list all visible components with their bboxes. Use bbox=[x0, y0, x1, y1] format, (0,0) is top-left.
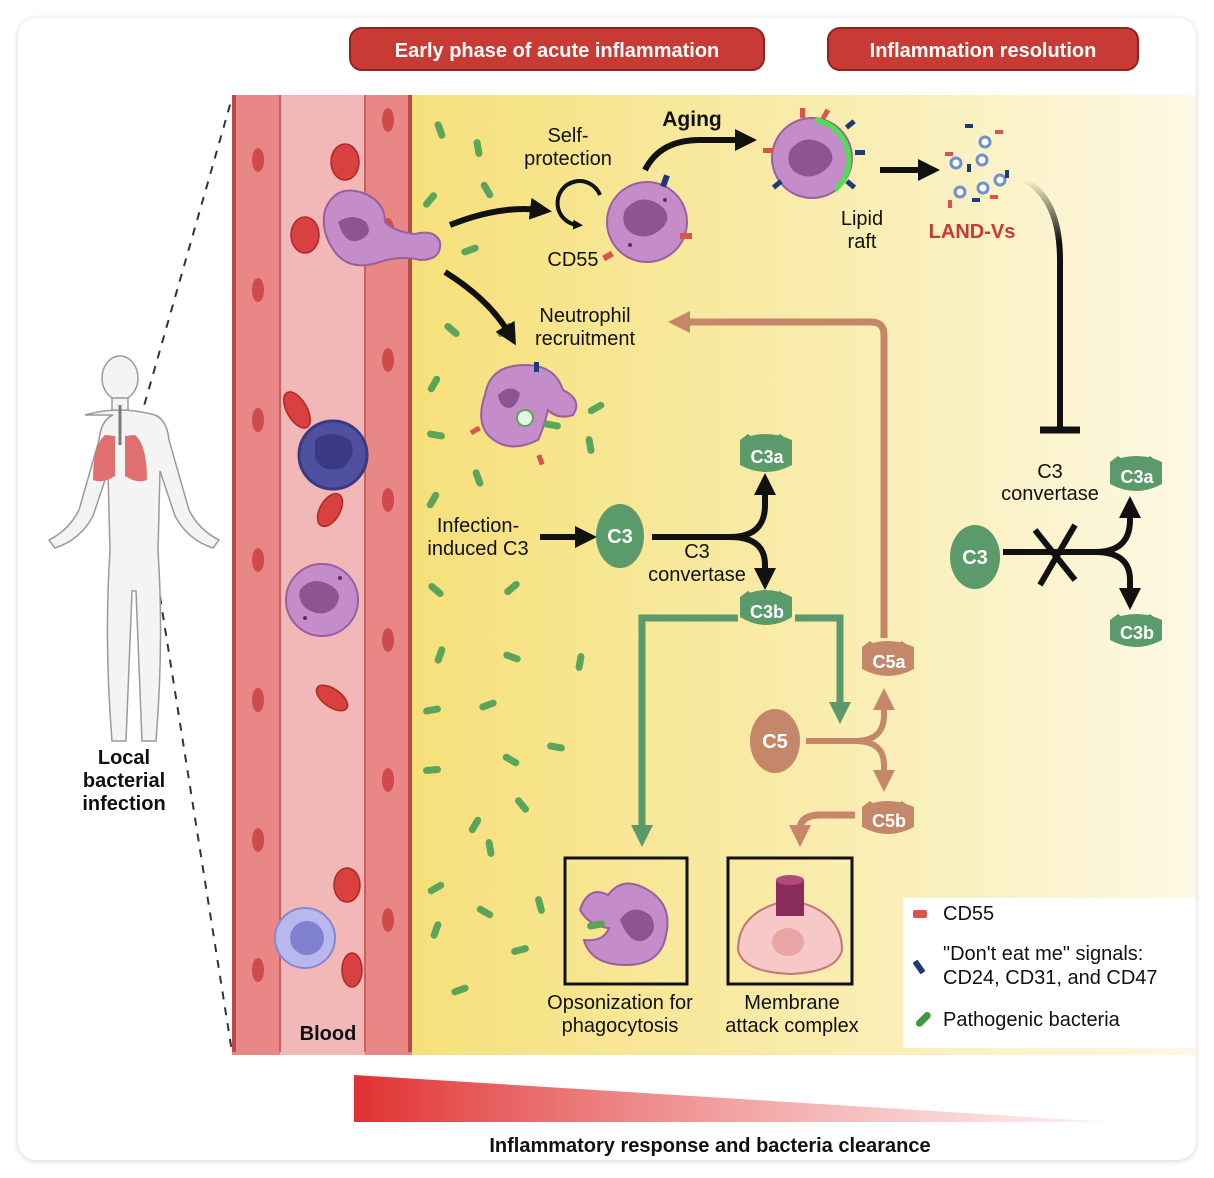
opsonization-box bbox=[563, 856, 689, 986]
legend-dont-eat-me-swatch bbox=[912, 959, 926, 975]
red-blood-cells bbox=[283, 143, 363, 988]
c3-convertase-label-2: convertase bbox=[648, 564, 746, 586]
cd55-label: CD55 bbox=[547, 249, 598, 271]
resolution-convertase-label-1: C3 bbox=[1037, 461, 1063, 483]
resolution-c3b-fragment: C3b bbox=[1110, 614, 1162, 647]
human-caption-1: Local bbox=[98, 747, 150, 769]
land-vs-label: LAND-Vs bbox=[929, 221, 1016, 243]
gradient-bar-caption: Inflammatory response and bacteria clear… bbox=[489, 1135, 930, 1157]
aged-neutrophil bbox=[763, 108, 865, 199]
early-phase-header: Early phase of acute inflammation bbox=[349, 27, 765, 71]
arrow-to-recruitment bbox=[443, 269, 516, 346]
legend-bacteria-swatch bbox=[915, 1011, 931, 1027]
blood-vessel bbox=[232, 95, 412, 1055]
blocked-x-icon bbox=[1032, 523, 1078, 587]
recruitment-label-1: Neutrophil bbox=[539, 305, 630, 327]
c3b-fragment: C3b bbox=[740, 590, 792, 625]
resolution-header: Inflammation resolution bbox=[827, 27, 1139, 71]
lungs-icon bbox=[93, 405, 147, 482]
inhibition-line bbox=[1023, 177, 1063, 428]
monocyte-cell bbox=[297, 419, 369, 491]
c5b-split-arrow bbox=[854, 738, 895, 792]
svg-text:C3: C3 bbox=[962, 547, 988, 569]
c3b-split-arrow bbox=[729, 534, 776, 590]
human-caption-3: infection bbox=[82, 793, 165, 815]
mac-box bbox=[726, 856, 854, 986]
infection-c3-label-1: Infection- bbox=[437, 515, 519, 537]
legend: CD55 "Don't eat me" signals: CD24, CD31,… bbox=[903, 898, 1196, 1048]
self-protection-label-2: protection bbox=[524, 148, 612, 170]
lipid-raft-label-2: raft bbox=[848, 231, 877, 253]
blood-neutrophil bbox=[285, 563, 359, 637]
mac-label-2: attack complex bbox=[725, 1015, 858, 1037]
svg-text:C3b: C3b bbox=[750, 602, 784, 622]
resolution-c3a-fragment: C3a bbox=[1110, 456, 1162, 491]
protected-neutrophil bbox=[602, 174, 692, 263]
svg-text:Inflammation resolution: Inflammation resolution bbox=[870, 40, 1097, 62]
c5a-to-recruitment-arrow bbox=[668, 311, 888, 638]
svg-text:Early phase of acute inflammat: Early phase of acute inflammation bbox=[395, 40, 720, 62]
legend-dont-eat-me-label-1: "Don't eat me" signals: bbox=[943, 943, 1143, 965]
c5-molecule: C5 bbox=[750, 709, 800, 773]
c3a-fragment: C3a bbox=[740, 434, 792, 472]
recruited-neutrophil bbox=[469, 362, 578, 466]
transmigrating-neutrophil bbox=[322, 189, 442, 267]
svg-text:C5b: C5b bbox=[872, 811, 906, 831]
svg-text:C3a: C3a bbox=[1120, 467, 1154, 487]
mac-label-1: Membrane bbox=[744, 992, 840, 1014]
recruitment-label-2: recruitment bbox=[535, 328, 635, 350]
inflammatory-gradient-bar bbox=[354, 1075, 1110, 1122]
c5b-to-mac-arrow bbox=[789, 811, 855, 847]
self-protection-loop bbox=[555, 179, 602, 230]
human-figure bbox=[47, 355, 221, 742]
c3-convertase-label-1: C3 bbox=[684, 541, 710, 563]
c5a-fragment: C5a bbox=[862, 641, 914, 676]
svg-text:C3b: C3b bbox=[1120, 623, 1154, 643]
legend-cd55-label: CD55 bbox=[943, 903, 994, 925]
legend-cd55-swatch bbox=[913, 910, 927, 918]
land-vs-markers bbox=[945, 124, 1009, 208]
svg-text:C3: C3 bbox=[607, 526, 633, 548]
resolution-c3-molecule: C3 bbox=[950, 525, 1000, 589]
land-vs-vesicles bbox=[949, 135, 1007, 199]
resolution-convertase-label-2: convertase bbox=[1001, 483, 1099, 505]
c3b-to-c5-arrow bbox=[795, 614, 851, 724]
svg-text:C3a: C3a bbox=[750, 447, 784, 467]
self-protection-label-1: Self- bbox=[547, 125, 588, 147]
arrow-to-self-protection bbox=[448, 197, 552, 228]
c3b-to-opsonization-arrow bbox=[631, 614, 738, 847]
infection-c3-label-2: induced C3 bbox=[427, 538, 528, 560]
aging-arrow bbox=[642, 129, 757, 172]
legend-bacteria-label: Pathogenic bacteria bbox=[943, 1009, 1121, 1031]
legend-dont-eat-me-label-2: CD24, CD31, and CD47 bbox=[943, 967, 1158, 989]
svg-text:C5: C5 bbox=[762, 731, 788, 753]
lipid-raft-label-1: Lipid bbox=[841, 208, 883, 230]
opsonization-label-1: Opsonization for bbox=[547, 992, 693, 1014]
c3-molecule: C3 bbox=[596, 504, 644, 568]
human-caption-2: bacterial bbox=[83, 770, 165, 792]
aging-label: Aging bbox=[662, 108, 721, 131]
resolution-c3b-arrow bbox=[1094, 549, 1141, 610]
c5b-fragment: C5b bbox=[862, 801, 914, 834]
opsonization-label-2: phagocytosis bbox=[562, 1015, 679, 1037]
lymphocyte-cell bbox=[274, 907, 336, 969]
svg-text:C5a: C5a bbox=[872, 652, 906, 672]
blood-label: Blood bbox=[300, 1023, 357, 1045]
